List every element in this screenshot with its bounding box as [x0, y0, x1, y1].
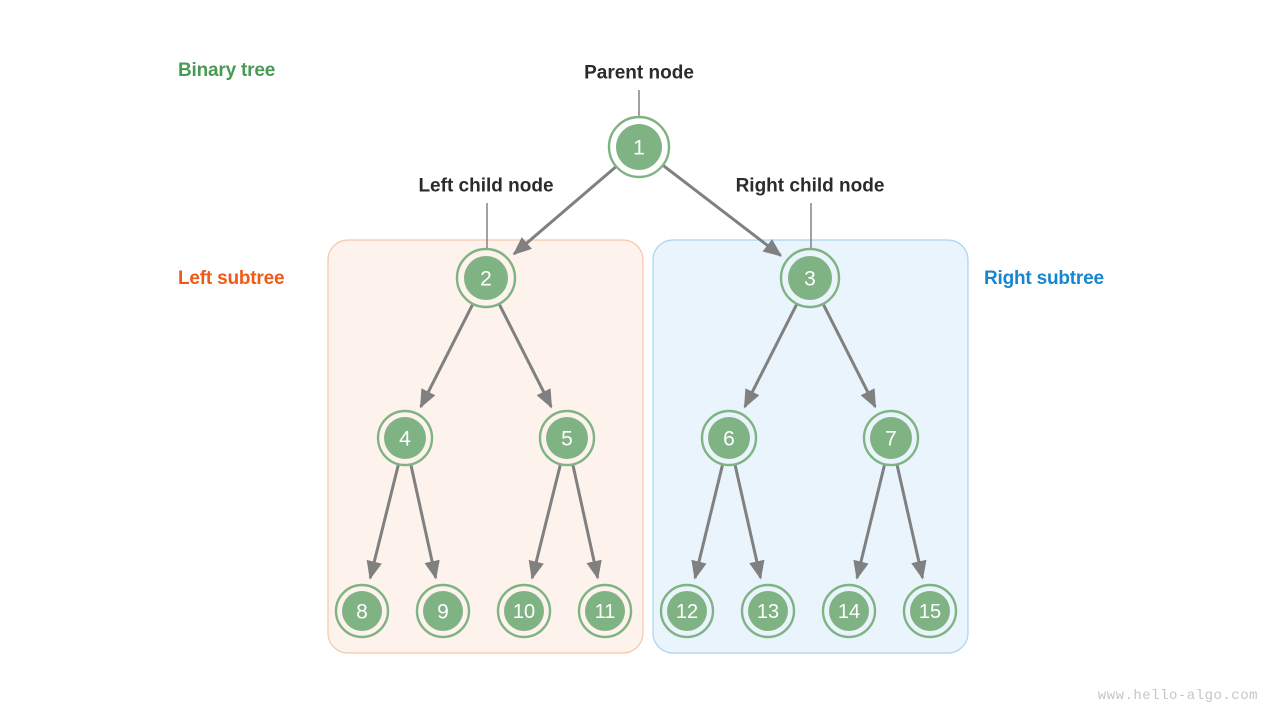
- edge-n1-n3: [662, 164, 783, 257]
- node-ring: [779, 247, 841, 309]
- node-value: 4: [399, 428, 411, 451]
- node-value: 9: [437, 601, 449, 624]
- node-value: 14: [838, 601, 860, 623]
- tree-node-13: 13: [740, 583, 796, 639]
- node-disc: [423, 591, 463, 631]
- node-value: 10: [513, 601, 535, 623]
- edge-n3-n6: [743, 304, 798, 409]
- callout-label-right-child: Right child node: [736, 176, 885, 197]
- edge-n1-n2: [512, 166, 617, 256]
- edge-n6-n12: [691, 464, 724, 580]
- node-disc: [384, 417, 426, 459]
- callout-label-left-child: Left child node: [418, 176, 553, 197]
- node-disc: [504, 591, 544, 631]
- tree-node-7: 7: [862, 409, 920, 467]
- node-ring: [496, 583, 552, 639]
- node-ring: [334, 583, 390, 639]
- node-ring: [577, 583, 633, 639]
- node-disc: [546, 417, 588, 459]
- node-disc: [616, 124, 662, 170]
- tree-node-4: 4: [376, 409, 434, 467]
- node-disc: [585, 591, 625, 631]
- node-ring: [455, 247, 517, 309]
- edge-n4-n9: [409, 465, 440, 580]
- node-ring: [740, 583, 796, 639]
- edge-n3-n7: [822, 304, 877, 409]
- edge-n4-n8: [366, 464, 400, 580]
- left-subtree-label: Left subtree: [178, 268, 285, 289]
- node-ring: [376, 409, 434, 467]
- node-disc: [464, 256, 508, 300]
- edge-n2-n5: [498, 304, 553, 409]
- node-disc: [748, 591, 788, 631]
- node-disc: [708, 417, 750, 459]
- node-value: 12: [676, 601, 698, 623]
- node-disc: [788, 256, 832, 300]
- edge-n7-n14: [853, 464, 886, 580]
- node-ring: [538, 409, 596, 467]
- tree-node-9: 9: [415, 583, 471, 639]
- right-subtree-label: Right subtree: [984, 268, 1104, 289]
- node-value: 6: [723, 428, 735, 451]
- node-disc: [667, 591, 707, 631]
- node-ring: [659, 583, 715, 639]
- tree-node-11: 11: [577, 583, 633, 639]
- tree-node-2: 2: [455, 247, 517, 309]
- tree-edges: [366, 164, 927, 580]
- callout-label-parent: Parent node: [584, 63, 694, 84]
- panel-left-subtree: [327, 239, 644, 654]
- tree-node-14: 14: [821, 583, 877, 639]
- node-ring: [700, 409, 758, 467]
- node-disc: [870, 417, 912, 459]
- tree-node-10: 10: [496, 583, 552, 639]
- node-value: 11: [595, 601, 616, 623]
- node-disc: [829, 591, 869, 631]
- node-value: 3: [804, 268, 816, 291]
- node-ring: [415, 583, 471, 639]
- tree-node-5: 5: [538, 409, 596, 467]
- diagram-title: Binary tree: [178, 60, 276, 81]
- edge-n6-n13: [733, 464, 765, 580]
- node-value: 5: [561, 428, 573, 451]
- tree-node-8: 8: [334, 583, 390, 639]
- edge-n7-n15: [895, 464, 927, 580]
- node-value: 1: [633, 137, 645, 160]
- tree-node-12: 12: [659, 583, 715, 639]
- edge-n5-n10: [528, 464, 562, 580]
- node-value: 8: [356, 601, 368, 624]
- edge-n5-n11: [571, 465, 602, 580]
- node-value: 13: [757, 601, 779, 623]
- panel-right-subtree: [652, 239, 969, 654]
- tree-node-1: 1: [607, 115, 671, 179]
- subtree-panels: [327, 239, 969, 654]
- tree-node-3: 3: [779, 247, 841, 309]
- node-ring: [902, 583, 958, 639]
- node-disc: [342, 591, 382, 631]
- node-value: 15: [919, 601, 941, 623]
- node-value: 2: [480, 268, 492, 291]
- tree-node-6: 6: [700, 409, 758, 467]
- node-value: 7: [885, 428, 897, 451]
- node-ring: [821, 583, 877, 639]
- edge-n2-n4: [419, 304, 474, 409]
- node-ring: [862, 409, 920, 467]
- node-disc: [910, 591, 950, 631]
- node-ring: [607, 115, 671, 179]
- watermark: www.hello-algo.com: [1097, 688, 1258, 704]
- tree-node-15: 15: [902, 583, 958, 639]
